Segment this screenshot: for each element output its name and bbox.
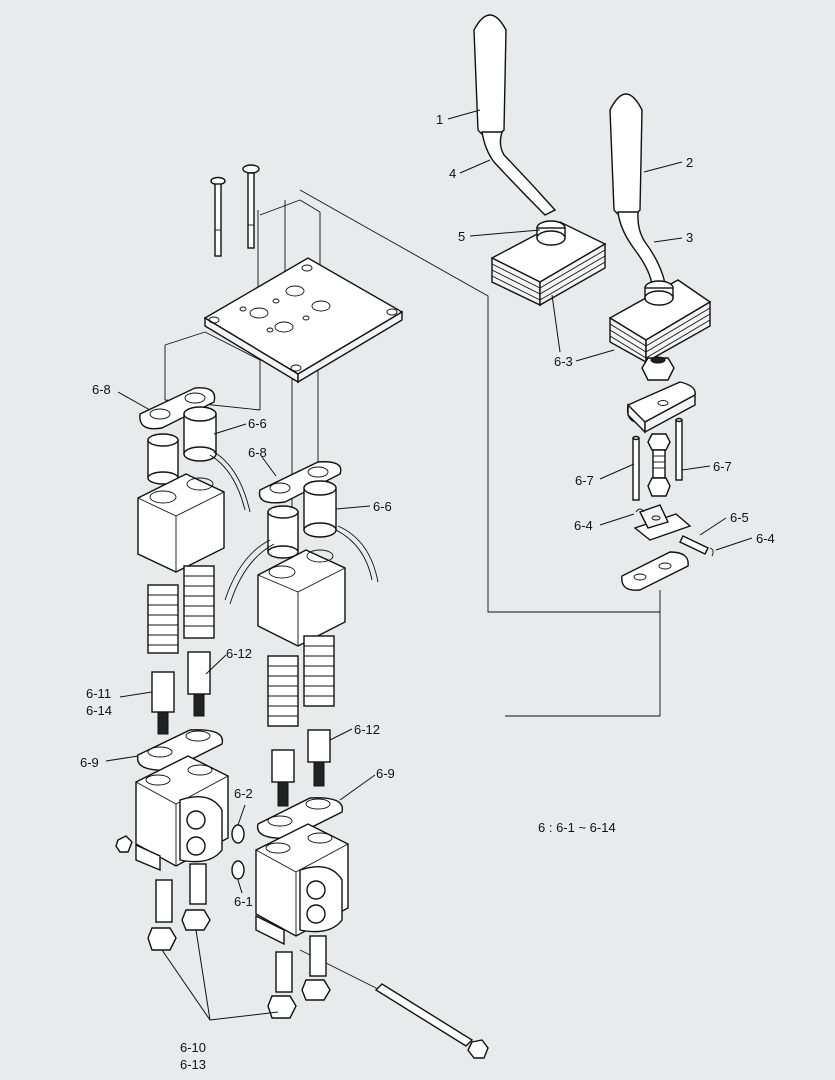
tie-rod	[374, 983, 489, 1059]
rear-cover-block	[137, 473, 225, 573]
pivot-pin	[679, 535, 714, 557]
label-6-5: 6-5	[730, 510, 749, 525]
push-rods	[632, 417, 683, 501]
label-6-12-right: 6-12	[354, 722, 380, 737]
label-6-3: 6-3	[554, 354, 573, 369]
leader-lines	[105, 109, 753, 1021]
part-labels: 1 2 3 4 5 6-3 6-7 6-7 6-4 6-4 6-5 6-8 6-…	[80, 112, 775, 1072]
pivot-bracket	[633, 504, 692, 541]
label-6-7-left: 6-7	[575, 473, 594, 488]
cam-plate	[626, 381, 696, 434]
front-solenoid-coils	[224, 480, 379, 605]
rear-solenoid-coils	[147, 406, 251, 513]
front-o-ring-gasket	[256, 797, 344, 839]
mounting-bolt-left	[210, 176, 226, 257]
label-6-7-right: 6-7	[713, 459, 732, 474]
label-6-4-left: 6-4	[574, 518, 593, 533]
lever-2-handle	[609, 93, 666, 286]
label-2: 2	[686, 155, 693, 170]
mounting-bolt-right	[242, 164, 260, 249]
label-6-9-left: 6-9	[80, 755, 99, 770]
front-springs	[267, 635, 335, 727]
rear-valve-body	[115, 755, 229, 872]
adjust-nut-and-stud	[647, 433, 671, 497]
label-6-6-right: 6-6	[373, 499, 392, 514]
label-6-2: 6-2	[234, 786, 253, 801]
label-4: 4	[449, 166, 456, 181]
range-note: 6 : 6-1 ~ 6-14	[538, 820, 616, 835]
rear-springs	[147, 565, 215, 654]
front-gasket	[258, 461, 342, 504]
label-6-11: 6-11	[86, 686, 111, 701]
label-6-10: 6-10	[180, 1040, 206, 1055]
label-3: 3	[686, 230, 693, 245]
front-valve-body	[255, 823, 349, 946]
label-6-9-right: 6-9	[376, 766, 395, 781]
rear-gasket	[139, 387, 216, 430]
hex-nut	[641, 356, 675, 381]
label-6-6-left: 6-6	[248, 416, 267, 431]
front-bottom-fittings	[267, 935, 331, 1019]
base-gasket	[621, 551, 689, 591]
boot-2	[608, 279, 712, 364]
rear-bottom-fittings	[147, 863, 211, 951]
label-5: 5	[458, 229, 465, 244]
o-rings	[231, 824, 245, 880]
lever-1-handle	[473, 14, 557, 216]
front-cover-block	[257, 549, 346, 647]
label-6-8-left: 6-8	[92, 382, 111, 397]
front-spools	[271, 729, 331, 807]
label-1: 1	[436, 112, 443, 127]
rear-o-ring-gasket	[136, 729, 224, 771]
label-6-8-right: 6-8	[248, 445, 267, 460]
label-6-12-left: 6-12	[226, 646, 252, 661]
label-6-13: 6-13	[180, 1057, 206, 1072]
rear-spools	[151, 651, 211, 735]
label-6-4-right: 6-4	[756, 531, 775, 546]
boot-1	[490, 220, 607, 307]
mounting-plate	[203, 257, 404, 384]
label-6-14: 6-14	[86, 703, 112, 718]
label-6-1: 6-1	[234, 894, 253, 909]
